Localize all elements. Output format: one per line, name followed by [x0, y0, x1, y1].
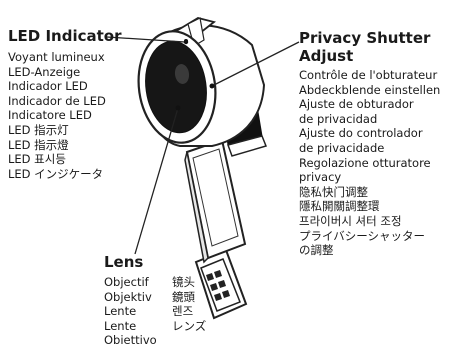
led-label-de: LED-Anzeige [8, 64, 81, 79]
lens-labels-latin: Objectif Objektiv Lente Lente Obiettivo [104, 275, 157, 348]
shutter-label-ja-1: プライバシーシャッター [299, 228, 426, 243]
led-label-it: Indicatore LED [8, 108, 92, 123]
led-label-es: Indicador LED [8, 79, 88, 94]
lens-labels-cjk: 镜头 鏡頭 렌즈 レンズ [172, 275, 206, 333]
led-label-pt: Indicador de LED [8, 93, 106, 108]
shutter-label-fr: Contrôle de l'obturateur [299, 68, 438, 82]
shutter-label-zh-cn: 隐私快门调整 [299, 184, 368, 199]
shutter-label-it-2: privacy [299, 170, 342, 185]
shutter-leader-dot [209, 83, 215, 89]
shutter-label-it-1: Regolazione otturatore [299, 155, 431, 170]
lens-leader-dot [175, 105, 181, 111]
lens-label-fr: Objectif [104, 275, 149, 289]
shutter-title-line2: Adjust [299, 47, 354, 65]
lens-leader-line [134, 107, 179, 255]
lens-label-pt: Lente [104, 318, 137, 333]
shutter-label-pt-1: Ajuste do controlador [299, 126, 423, 141]
shutter-label-zh-tw: 隱私開關調整環 [299, 199, 380, 214]
shutter-title-line1: Privacy Shutter [299, 29, 431, 47]
led-label-ko: LED 표시등 [8, 152, 66, 167]
lens [137, 30, 217, 144]
lens-label-ja: レンズ [172, 318, 207, 333]
led-leader-dot [183, 39, 189, 45]
shutter-label-ja-2: の調整 [299, 243, 334, 258]
led-label-zh-tw: LED 指示燈 [8, 137, 69, 152]
shutter-labels: Contrôle de l'obturateur Abdeckblende ei… [299, 68, 440, 258]
lens-label-es: Lente [104, 304, 137, 319]
led-leader-line [106, 36, 186, 43]
lens-label-zh-tw: 鏡頭 [172, 289, 195, 304]
lens-label-de: Objektiv [104, 289, 152, 304]
led-label-fr: Voyant lumineux [8, 50, 105, 64]
shutter-label-pt-2: de privacidade [299, 140, 385, 155]
shutter-label-de: Abdeckblende einstellen [299, 82, 441, 97]
lens-label-it: Obiettivo [104, 333, 157, 348]
lens-label-zh-cn: 镜头 [172, 275, 195, 289]
shutter-label-es-1: Ajuste de obturador [299, 97, 414, 112]
shutter-label-ko: 프라이버시 셔터 조정 [299, 213, 402, 228]
led-title: LED Indicator [8, 27, 122, 45]
led-labels: Voyant lumineux LED-Anzeige Indicador LE… [8, 50, 106, 181]
lens-label-ko: 렌즈 [172, 304, 194, 319]
led-label-ja: LED インジケータ [8, 166, 104, 181]
lens-title: Lens [104, 253, 144, 271]
shutter-label-es-2: de privacidad [299, 111, 378, 126]
led-label-zh-cn: LED 指示灯 [8, 122, 69, 137]
shutter-leader-line [211, 41, 300, 87]
